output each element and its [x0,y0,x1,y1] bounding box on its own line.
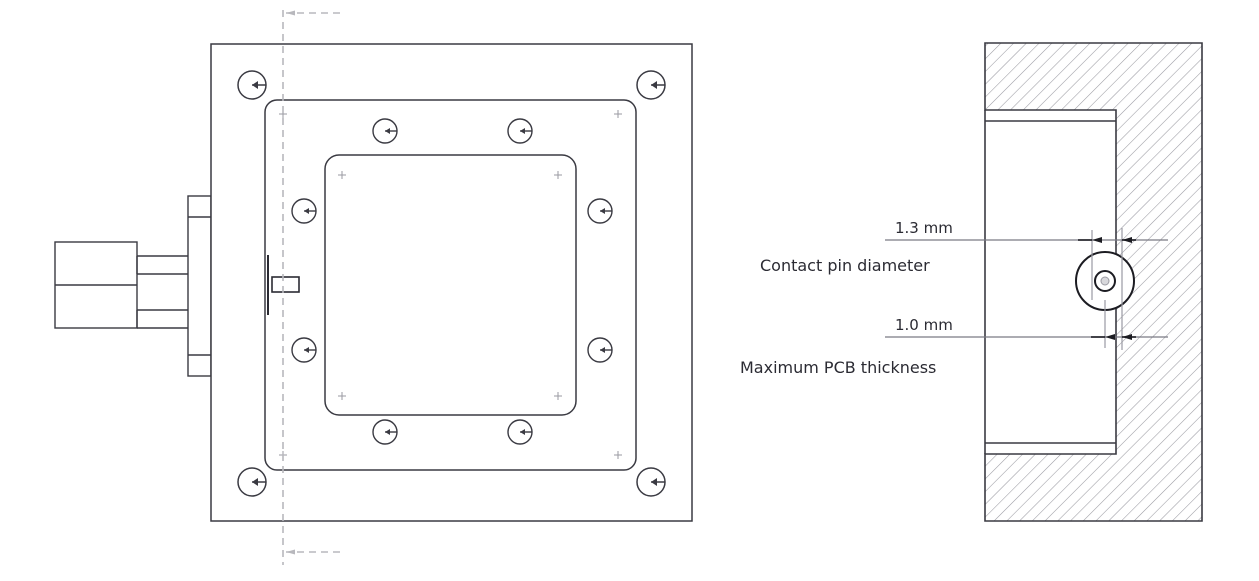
contact-pin [1075,251,1135,311]
maximum-pcb-thickness-label: Maximum PCB thickness [740,358,936,377]
slotted-fastener-icon [507,419,533,445]
section-centerline [282,10,340,565]
slotted-fastener-icon [636,70,666,100]
slotted-fastener-icon [372,118,398,144]
pcb-slot-cavity [984,110,1116,454]
corner-tick [338,171,346,179]
slotted-fastener-icon [587,337,613,363]
inner-frame [324,154,577,416]
section-detail-view: 1.3 mm 1.0 mm Contact pin diameter Maxim… [740,42,1203,522]
corner-tick [614,110,622,118]
contact-pin-core [1100,276,1110,286]
corner-tick [554,171,562,179]
connector-neck-lower [137,309,188,329]
dimension-contact-pin-diameter: 1.3 mm [885,219,1168,243]
slotted-fastener-icon [372,419,398,445]
corner-tick-group-inner [338,171,562,400]
corner-tick [614,451,622,459]
connector-neck-upper [137,255,188,275]
slotted-fastener-icon [587,198,613,224]
side-connector-assembly [54,195,212,377]
slotted-fastener-icon [507,118,533,144]
slotted-fastener-icon [291,337,317,363]
alignment-tab [267,255,300,315]
alignment-tab-block [271,276,300,293]
corner-tick [338,392,346,400]
dimension-value-contact-pin: 1.3 mm [895,219,953,237]
slotted-fastener-icon [291,198,317,224]
corner-tick [554,392,562,400]
connector-flange [187,195,212,377]
slotted-fastener-icon [237,467,267,497]
outer-fastener-group [237,70,666,497]
dimension-value-pcb-thickness: 1.0 mm [895,316,953,334]
front-plate-view [54,10,693,565]
contact-pin-diameter-label: Contact pin diameter [760,256,930,275]
inner-fastener-group [291,118,613,445]
dimension-pcb-thickness: 1.0 mm [885,316,1168,340]
slotted-fastener-icon [237,70,267,100]
middle-frame [264,99,637,471]
slotted-fastener-icon [636,467,666,497]
